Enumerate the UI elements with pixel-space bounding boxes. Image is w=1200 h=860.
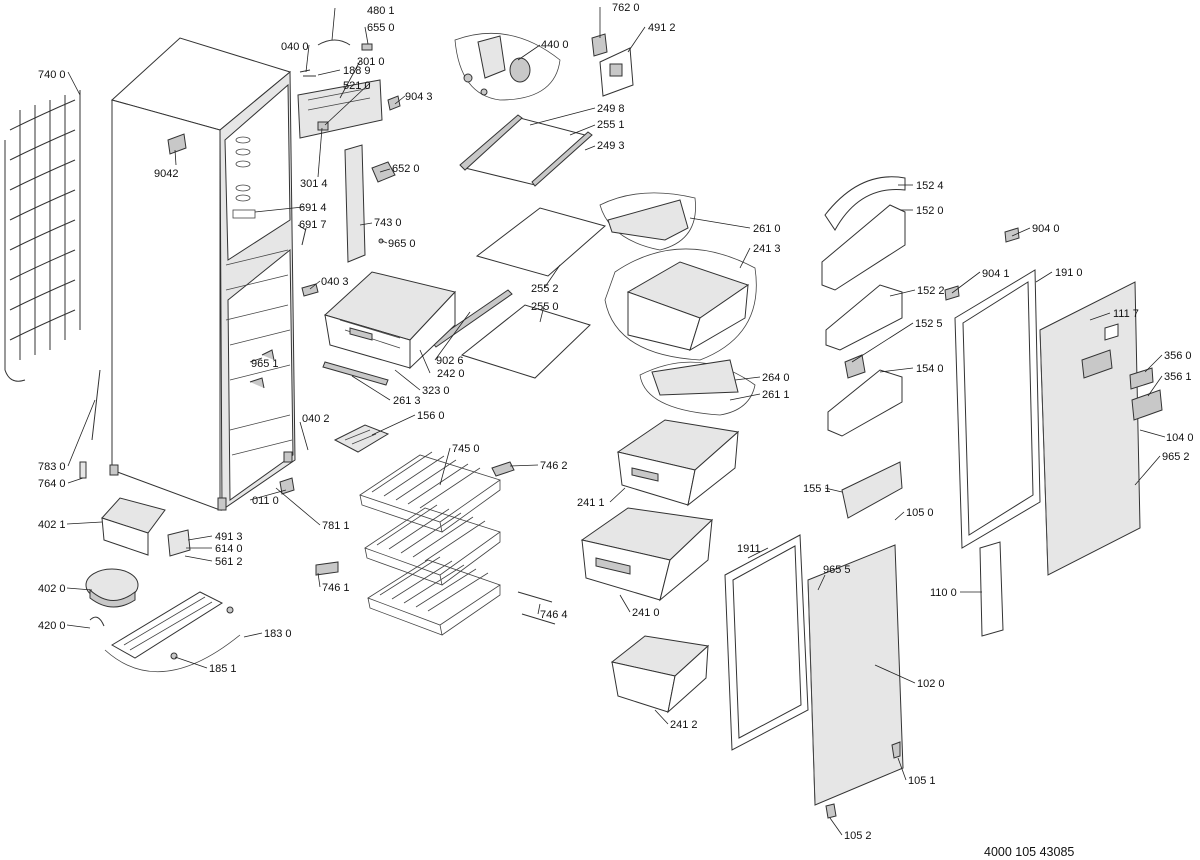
label-762-0: 762 0 (612, 2, 640, 14)
fridge-door (1039, 281, 1141, 576)
label-249-8: 249 8 (597, 103, 625, 115)
label-1911: 1911 (737, 543, 761, 555)
label-011-0: 011 0 (252, 495, 279, 507)
label-152-0: 152 0 (916, 205, 944, 217)
drawing-reference-number: 4000 105 43085 (984, 845, 1074, 859)
label-356-0: 356 0 (1164, 350, 1192, 362)
label-323-0: 323 0 (422, 385, 450, 397)
wire-baskets (315, 451, 556, 636)
door-handles-hinge (944, 227, 1163, 637)
control-box (454, 32, 634, 101)
label-440-0: 440 0 (541, 39, 569, 51)
label-185-1: 185 1 (209, 663, 237, 675)
label-691-7: 691 7 (299, 219, 327, 231)
label-902-6: 902 6 (436, 355, 464, 367)
label-614-0: 614 0 (215, 543, 243, 555)
label-104-0: 104 0 (1166, 432, 1194, 444)
label-241-0: 241 0 (632, 607, 660, 619)
label-746-2: 746 2 (540, 460, 568, 472)
label-904-3: 904 3 (405, 91, 433, 103)
label-261-0: 261 0 (753, 223, 781, 235)
label-764-0: 764 0 (38, 478, 66, 490)
label-241-2: 241 2 (670, 719, 698, 731)
label-9042: 9042 (154, 168, 178, 180)
label-152-5: 152 5 (915, 318, 943, 330)
crisper-drawer (626, 261, 750, 352)
label-402-0: 402 0 (38, 583, 66, 595)
label-402-1: 402 1 (38, 519, 66, 531)
leader-lines (66, 7, 1166, 836)
fridge-door-gasket (954, 269, 1041, 549)
glass-shelves (322, 114, 607, 386)
label-040-2: 040 2 (302, 413, 330, 425)
part-labels: 480 1 655 0 040 0 188 9 301 0 521 0 904 … (38, 2, 1194, 842)
label-745-0: 745 0 (452, 443, 480, 455)
label-155-1: 155 1 (803, 483, 831, 495)
label-746-1: 746 1 (322, 582, 350, 594)
label-261-1: 261 1 (762, 389, 790, 401)
label-965-1: 965 1 (251, 358, 279, 370)
label-480-1: 480 1 (367, 5, 395, 17)
label-156-0: 156 0 (417, 410, 445, 422)
label-521-0: 521 0 (343, 80, 371, 92)
label-154-0: 154 0 (916, 363, 944, 375)
label-904-0: 904 0 (1032, 223, 1060, 235)
freezer-door-gasket (724, 534, 809, 751)
label-255-1: 255 1 (597, 119, 625, 131)
label-965-5: 965 5 (823, 564, 851, 576)
label-249-3: 249 3 (597, 140, 625, 152)
door-balconies (821, 176, 906, 519)
label-255-0: 255 0 (531, 301, 559, 313)
label-152-2: 152 2 (917, 285, 945, 297)
label-040-0: 040 0 (281, 41, 309, 53)
label-105-2: 105 2 (844, 830, 872, 842)
label-743-0: 743 0 (374, 217, 402, 229)
freezer-drawers (580, 419, 740, 714)
label-691-4: 691 4 (299, 202, 327, 214)
label-740-0: 740 0 (38, 69, 66, 81)
label-152-4: 152 4 (916, 180, 944, 192)
label-191-0: 191 0 (1055, 267, 1083, 279)
label-655-0: 655 0 (367, 22, 395, 34)
label-183-0: 183 0 (264, 628, 292, 640)
label-965-2: 965 2 (1162, 451, 1190, 463)
label-242-0: 242 0 (437, 368, 465, 380)
label-105-1: 105 1 (908, 775, 936, 787)
label-491-3: 491 3 (215, 531, 243, 543)
cabinet (109, 37, 296, 511)
label-241-3: 241 3 (753, 243, 781, 255)
label-301-4: 301 4 (300, 178, 328, 190)
label-781-1: 781 1 (322, 520, 350, 532)
label-105-0: 105 0 (906, 507, 934, 519)
freezer-door (807, 544, 904, 819)
label-261-3: 261 3 (393, 395, 421, 407)
label-491-2: 491 2 (648, 22, 676, 34)
label-652-0: 652 0 (392, 163, 420, 175)
label-241-1: 241 1 (577, 497, 605, 509)
label-746-4: 746 4 (540, 609, 568, 621)
misc-small-parts (79, 39, 401, 479)
label-356-1: 356 1 (1164, 371, 1192, 383)
label-264-0: 264 0 (762, 372, 790, 384)
label-102-0: 102 0 (917, 678, 945, 690)
label-965-0: 965 0 (388, 238, 416, 250)
condenser-coil (4, 90, 81, 382)
upper-drawer (324, 271, 456, 370)
crisper-covers (599, 192, 757, 416)
label-188-9: 188 9 (343, 65, 371, 77)
label-301-0: 301 0 (357, 56, 385, 68)
label-904-1: 904 1 (982, 268, 1010, 280)
label-111-7: 111 7 (1113, 308, 1139, 320)
label-561-2: 561 2 (215, 556, 243, 568)
label-783-0: 783 0 (38, 461, 66, 473)
label-040-3: 040 3 (321, 276, 349, 288)
compressor-group (85, 477, 295, 673)
label-255-2: 255 2 (531, 283, 559, 295)
label-420-0: 420 0 (38, 620, 66, 632)
ice-tray (333, 424, 390, 453)
label-110-0: 110 0 (930, 587, 957, 599)
